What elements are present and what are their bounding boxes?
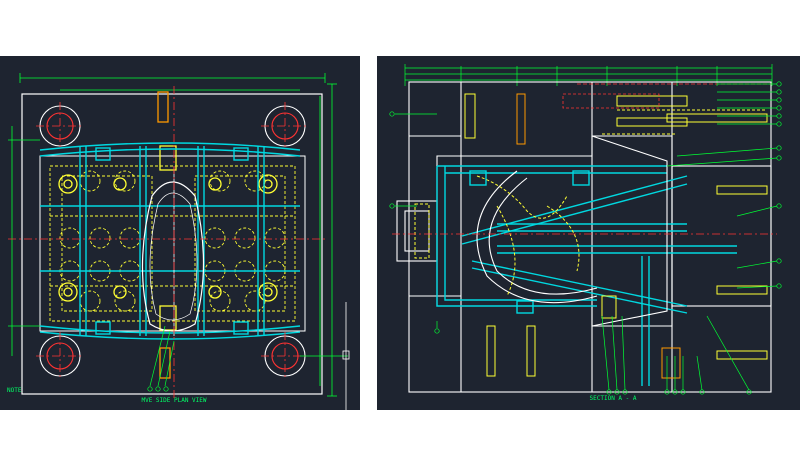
section-view-panel: SECTION A - A bbox=[377, 56, 800, 410]
note-block: NOTE bbox=[7, 387, 22, 394]
section-plates bbox=[396, 81, 772, 393]
section-view-drawing: SECTION A - A bbox=[389, 64, 782, 402]
plan-view-caption: MVE SIDE PLAN VIEW bbox=[141, 397, 206, 404]
viewport-marker bbox=[342, 302, 350, 410]
part-balloons bbox=[8, 139, 348, 392]
plan-view-panel: NOTE MVE SIDE PLAN VIEW bbox=[0, 56, 360, 410]
hidden-lines bbox=[49, 165, 296, 322]
corner-note-text: NOTE bbox=[7, 387, 22, 394]
inner-plate bbox=[39, 155, 306, 332]
section-balloons bbox=[389, 81, 782, 395]
plan-view-drawing: NOTE MVE SIDE PLAN VIEW bbox=[7, 73, 350, 410]
ejector-pins bbox=[58, 91, 278, 379]
section-view-caption: SECTION A - A bbox=[590, 395, 637, 402]
cooling-channels bbox=[39, 142, 301, 340]
section-part-profile bbox=[476, 135, 668, 327]
section-dimension-lines bbox=[404, 64, 773, 86]
section-hidden-parts bbox=[414, 93, 768, 379]
section-cooling bbox=[436, 165, 737, 386]
center-lines bbox=[8, 86, 325, 401]
dimension-lines bbox=[11, 73, 337, 397]
outer-plate bbox=[21, 93, 323, 395]
